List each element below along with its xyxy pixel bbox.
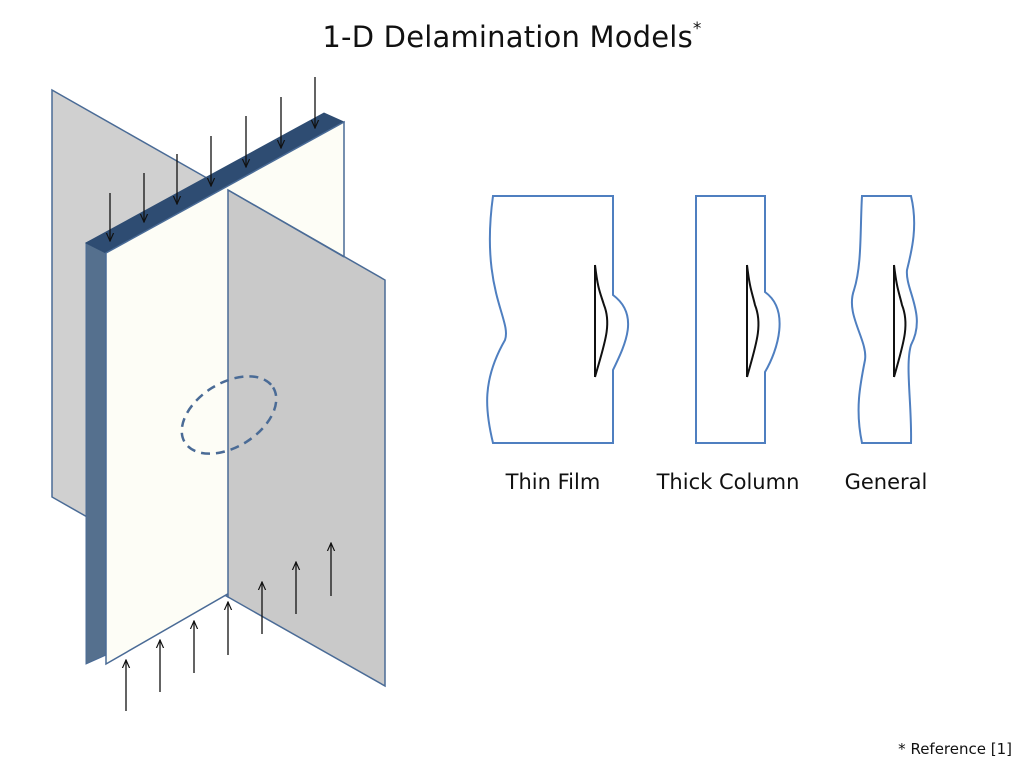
plate-side-edge [85,232,107,665]
bottom-load-arrows [126,543,331,711]
general-outline [851,195,918,444]
thin-film-model [486,195,630,444]
thin-film-outline [486,195,630,444]
general-buckle [893,264,907,378]
delamination-ellipse [180,375,278,455]
grey-plane-top-line [227,189,345,258]
general-label: General [844,470,928,494]
general-model [851,195,918,444]
thick-column-buckle [746,264,760,378]
top-load-arrows [110,77,315,241]
title-footnote-marker: * [692,19,702,40]
thick-column-outline [695,195,781,444]
thick-column-label: Thick Column [656,470,800,494]
page-title: 1-D Delamination Models* [0,19,1024,54]
thin-film-label: Thin Film [505,470,601,494]
footnote-reference: * Reference [1] [898,740,1012,758]
grey-plane-front [227,188,386,688]
thin-film-buckle [594,264,609,378]
thick-column-model [695,195,781,444]
title-text: 1-D Delamination Models [322,20,693,54]
